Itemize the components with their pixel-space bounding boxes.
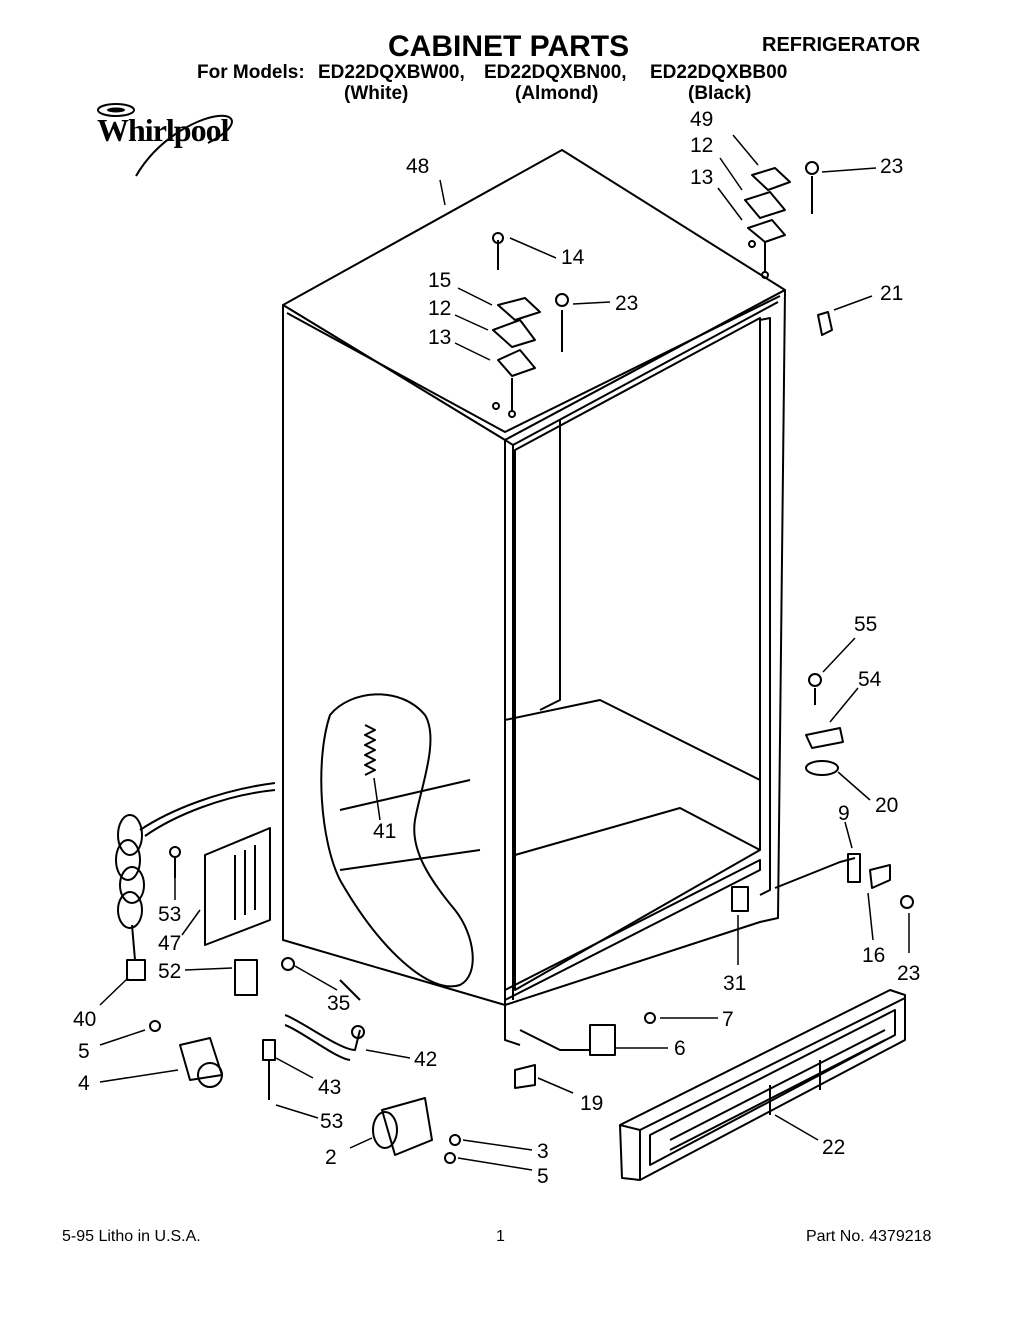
label-6: 6 bbox=[674, 1037, 686, 1060]
top-hinge-left-assembly bbox=[492, 232, 569, 418]
print-info: 5-95 Litho in U.S.A. bbox=[62, 1228, 201, 1245]
label-31: 31 bbox=[723, 972, 746, 995]
color-almond: (Almond) bbox=[515, 83, 599, 104]
part-2-roller bbox=[372, 1097, 461, 1164]
part-42-tube bbox=[262, 1014, 365, 1100]
leader-lines bbox=[99, 134, 910, 1171]
color-white: (White) bbox=[344, 83, 409, 104]
label-40: 40 bbox=[73, 1008, 96, 1031]
page-number: 1 bbox=[496, 1228, 505, 1245]
label-41: 41 bbox=[373, 820, 396, 843]
label-16: 16 bbox=[862, 944, 885, 967]
label-52: 52 bbox=[158, 960, 181, 983]
power-cord-40 bbox=[115, 782, 276, 981]
parts-52-35 bbox=[234, 957, 361, 1001]
label-47: 47 bbox=[158, 932, 181, 955]
parts-9-16-bracket bbox=[774, 853, 914, 909]
label-22: 22 bbox=[822, 1136, 845, 1159]
part-4-roller bbox=[149, 1020, 223, 1088]
label-5-right: 5 bbox=[537, 1165, 549, 1188]
label-15: 15 bbox=[428, 269, 451, 292]
label-54: 54 bbox=[858, 668, 882, 691]
part-labels: 49 12 13 23 48 14 15 12 13 23 21 55 54 2… bbox=[73, 108, 920, 1188]
label-35: 35 bbox=[327, 992, 350, 1015]
appliance-type: REFRIGERATOR bbox=[762, 34, 921, 56]
label-21: 21 bbox=[880, 282, 903, 305]
label-4: 4 bbox=[78, 1072, 90, 1095]
label-53-lower: 53 bbox=[320, 1110, 343, 1133]
label-2: 2 bbox=[325, 1146, 337, 1169]
label-14: 14 bbox=[561, 246, 585, 269]
label-49: 49 bbox=[690, 108, 713, 131]
label-48: 48 bbox=[406, 155, 429, 178]
label-43: 43 bbox=[318, 1076, 341, 1099]
label-12-right: 12 bbox=[690, 134, 713, 157]
label-9: 9 bbox=[838, 802, 850, 825]
part-22-grille bbox=[619, 989, 906, 1181]
model-number-almond: ED22DQXBN00, bbox=[484, 62, 627, 83]
parts-54-55-20 bbox=[805, 673, 844, 776]
model-number-black: ED22DQXBB00 bbox=[650, 62, 788, 83]
page-title: CABINET PARTS bbox=[388, 30, 630, 63]
part-41-spring bbox=[364, 724, 376, 776]
label-42: 42 bbox=[414, 1048, 437, 1071]
part-number: Part No. 4379218 bbox=[806, 1228, 932, 1245]
models-label: For Models: bbox=[197, 62, 305, 83]
label-5-left: 5 bbox=[78, 1040, 90, 1063]
color-black: (Black) bbox=[688, 83, 752, 104]
part-47-cover bbox=[169, 827, 271, 946]
whirlpool-logo-swirl bbox=[97, 103, 233, 177]
cabinet-shell bbox=[282, 149, 786, 1046]
label-23-left: 23 bbox=[615, 292, 638, 315]
label-55: 55 bbox=[854, 613, 877, 636]
label-3: 3 bbox=[537, 1140, 549, 1163]
parts-6-7-19 bbox=[514, 1012, 656, 1089]
part-31-clip bbox=[731, 886, 749, 912]
model-number-white: ED22DQXBW00, bbox=[318, 62, 465, 83]
whirlpool-logo: Whirlpool bbox=[97, 112, 229, 148]
label-53-upper: 53 bbox=[158, 903, 181, 926]
label-13-right: 13 bbox=[690, 166, 713, 189]
label-23-right: 23 bbox=[880, 155, 903, 178]
label-23-lower: 23 bbox=[897, 962, 920, 985]
label-20: 20 bbox=[875, 794, 898, 817]
label-12-left: 12 bbox=[428, 297, 451, 320]
label-13-left: 13 bbox=[428, 326, 451, 349]
label-7: 7 bbox=[722, 1008, 734, 1031]
label-19: 19 bbox=[580, 1092, 603, 1115]
top-hinge-right-assembly bbox=[744, 161, 833, 336]
